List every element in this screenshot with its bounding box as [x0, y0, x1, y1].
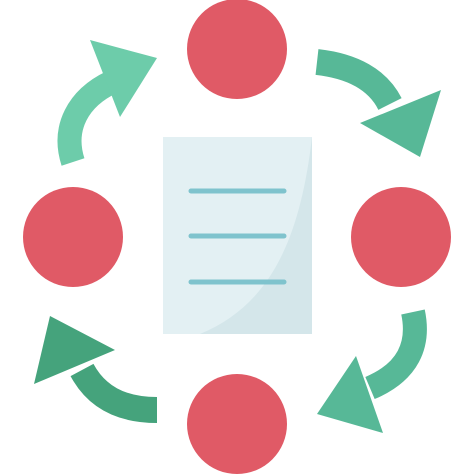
node-bottom-circle [187, 374, 287, 474]
arrow-top-right-icon [315, 49, 441, 157]
arrow-bottom-left-icon [34, 316, 158, 423]
arrow-bottom-right-icon [317, 309, 427, 433]
arrow-top-left-icon [57, 40, 157, 166]
node-left-circle [23, 187, 123, 287]
node-right-circle [351, 187, 451, 287]
node-top-circle [187, 0, 287, 99]
document-shading [200, 137, 312, 334]
document-icon [163, 137, 312, 334]
